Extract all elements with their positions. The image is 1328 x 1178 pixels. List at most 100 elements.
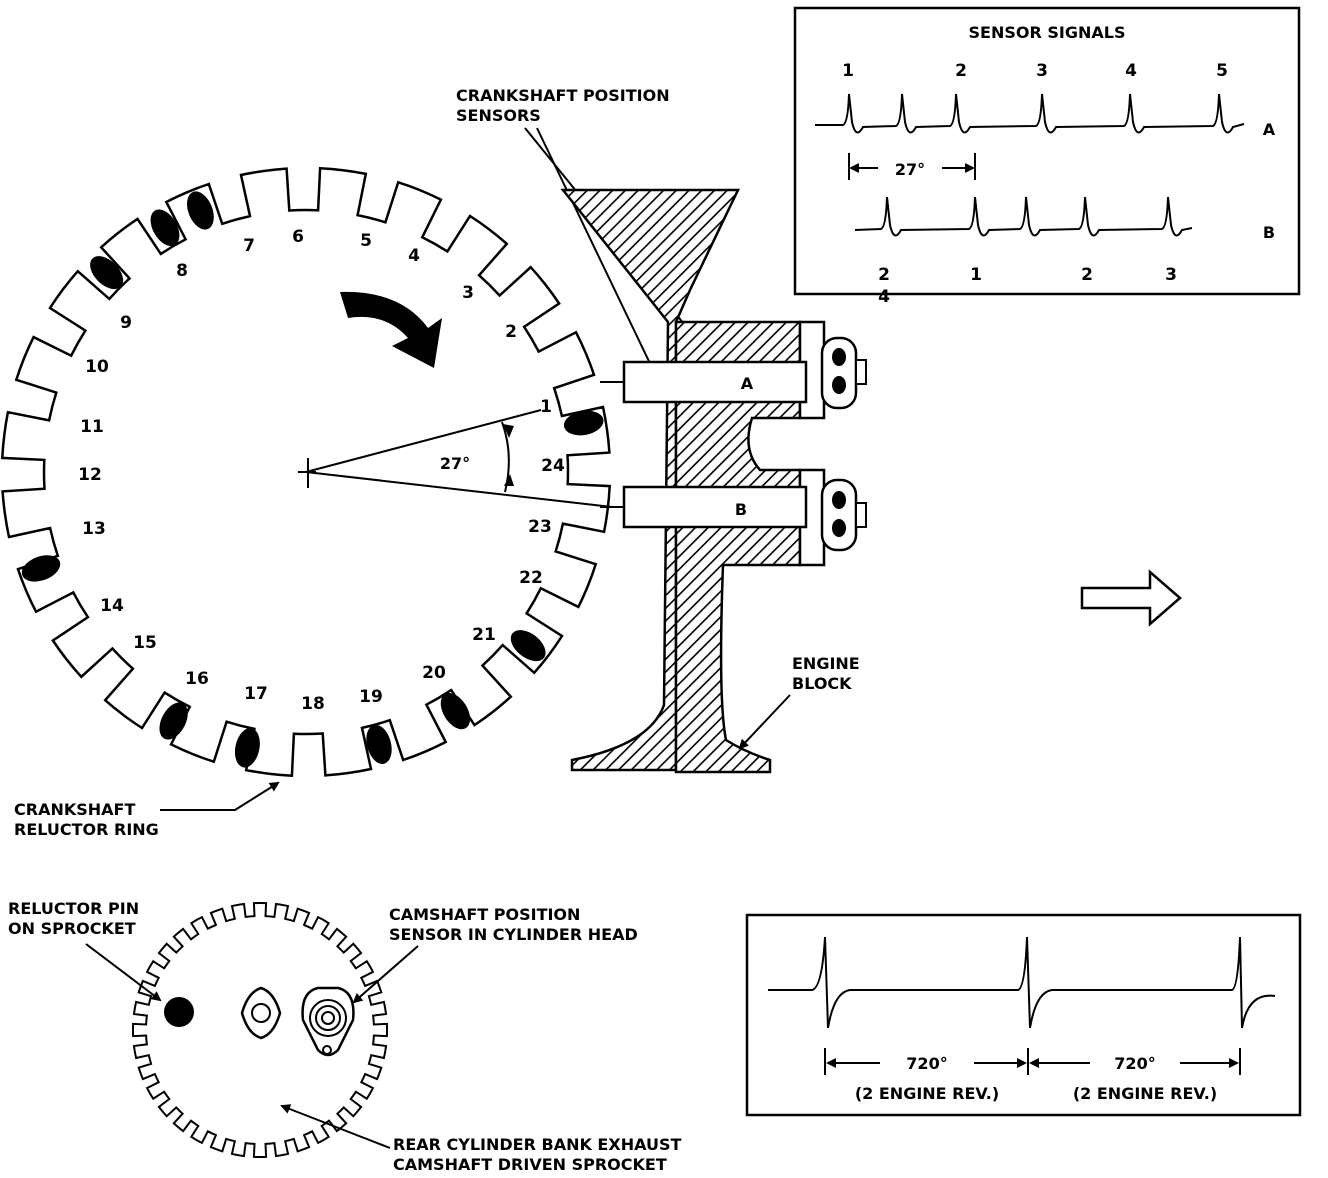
sensor-a-connector-tab — [855, 359, 867, 385]
reluctor-filled-slot-9 — [440, 692, 471, 730]
sensor-b-connector-tab — [855, 502, 867, 528]
b-pulse-number-4: 3 — [1165, 265, 1177, 285]
tooth-number-24: 24 — [541, 456, 565, 476]
tooth-number-23: 23 — [528, 517, 552, 537]
tooth-number-16: 16 — [185, 669, 209, 689]
reluctor-filled-slot-10 — [510, 630, 546, 662]
tooth-number-18: 18 — [301, 694, 325, 714]
reluctor-filled-slot-4 — [150, 209, 180, 247]
tooth-number-9: 9 — [120, 313, 132, 333]
reluctor-label-line2: RELUCTOR RING — [14, 820, 159, 839]
cam-span2-angle: 720° — [1114, 1054, 1155, 1073]
sensor-signals-title: SENSOR SIGNALS — [969, 23, 1126, 42]
sensor-a-pin-bottom — [832, 376, 846, 394]
sensor-b-body — [622, 485, 808, 529]
sprocket-label-line2: CAMSHAFT DRIVEN SPROCKET — [393, 1155, 667, 1174]
engine-block-label-line2: BLOCK — [792, 674, 852, 693]
tooth-number-19: 19 — [359, 687, 383, 707]
sprocket-center-hole — [251, 1003, 271, 1023]
reluctor-filled-slot-7 — [234, 728, 260, 768]
a-pulse-number-1: 1 — [842, 61, 854, 81]
cam-sensor-ring-inner — [321, 1011, 335, 1025]
reluctor-pin-pointer — [85, 943, 162, 1002]
sensor-signals-panel: SENSOR SIGNALS 1 2 3 4 5 A 27° B 2 1 2 3… — [793, 6, 1301, 307]
right-arrow-icon — [1080, 569, 1182, 627]
signal-a-label: A — [1263, 120, 1276, 139]
sprocket-pointer — [280, 1104, 391, 1149]
sensor-a-body — [622, 360, 808, 404]
tooth-number-6: 6 — [292, 227, 304, 247]
sensor-b-connector — [820, 478, 858, 552]
sensor-a-pin-top — [832, 348, 846, 366]
reluctor-filled-slot-8 — [366, 724, 392, 764]
reluctor-pointer — [160, 781, 280, 811]
sensor-b-pin-bottom — [832, 519, 846, 537]
sensor-b-pin-top — [832, 491, 846, 509]
reluctor-filled-slot-6 — [159, 702, 188, 740]
crank-sensors-label-line1: CRANKSHAFT POSITION — [456, 86, 670, 105]
reluctor-filled-slot-2 — [186, 191, 214, 230]
cam-span1-angle: 720° — [906, 1054, 947, 1073]
signal-a-trace — [815, 93, 1245, 134]
tooth-number-7: 7 — [243, 236, 255, 256]
crank-sensor-b: B — [600, 478, 867, 552]
tooth-number-17: 17 — [244, 684, 268, 704]
cam-sensor-ring-outer — [309, 999, 347, 1037]
tooth-number-15: 15 — [133, 633, 157, 653]
reluctor-ring-outline — [0, 166, 612, 778]
a-pulse-number-5: 5 — [1216, 61, 1228, 81]
sensor-signals-frame — [793, 6, 1301, 296]
signals-angle-label: 27° — [895, 160, 925, 179]
b-pulse-number-1: 2 — [878, 265, 890, 285]
tooth-number-3: 3 — [462, 283, 474, 303]
camshaft-sprocket — [131, 901, 389, 1159]
reluctor-filled-slot-3 — [90, 256, 124, 290]
engine-block — [560, 188, 826, 774]
signal-b-trace — [854, 196, 1193, 237]
tooth-number-21: 21 — [472, 625, 496, 645]
reluctor-pin-label-line2: ON SPROCKET — [8, 919, 136, 938]
sensor-b-label: B — [735, 500, 747, 519]
tooth-number-11: 11 — [80, 417, 104, 437]
tooth-number-2: 2 — [505, 322, 517, 342]
cam-sensor-label-line2: SENSOR IN CYLINDER HEAD — [389, 925, 638, 944]
tooth-number-8: 8 — [176, 261, 188, 281]
tooth-number-13: 13 — [82, 519, 106, 539]
b-pulse-number-2: 1 — [970, 265, 982, 285]
cam-sensor-ring-mid — [315, 1005, 341, 1031]
tooth-number-14: 14 — [100, 596, 124, 616]
reluctor-pin-label-line1: RELUCTOR PIN — [8, 899, 139, 918]
a-pulse-number-4: 4 — [1125, 61, 1137, 81]
cam-sensor-bolt-hole — [322, 1045, 332, 1055]
rotation-arrow-icon — [340, 291, 442, 368]
cam-sensor-label-line1: CAMSHAFT POSITION — [389, 905, 580, 924]
angle-line-lower — [305, 471, 613, 508]
crank-sensor-a: A — [600, 336, 867, 410]
reluctor-filled-slot-1 — [563, 410, 604, 436]
sensor-a-label: A — [741, 374, 754, 393]
tooth-number-1: 1 — [540, 397, 552, 417]
reluctor-filled-slots — [21, 191, 604, 768]
cam-span2-note: (2 ENGINE REV.) — [1073, 1084, 1217, 1103]
b-pulse-extra-number: 4 — [878, 287, 890, 307]
tooth-number-12: 12 — [78, 465, 102, 485]
sprocket-outline — [131, 901, 389, 1159]
angle-arc-arrow-top — [503, 424, 514, 438]
signal-b-label: B — [1263, 223, 1275, 242]
angle-arc-arrow-bottom — [504, 474, 514, 486]
cam-span1-note: (2 ENGINE REV.) — [855, 1084, 999, 1103]
tooth-number-4: 4 — [408, 246, 420, 266]
reluctor-filled-slot-5 — [21, 555, 61, 582]
tooth-number-22: 22 — [519, 568, 543, 588]
tooth-number-10: 10 — [85, 357, 109, 377]
reluctor-label-line1: CRANKSHAFT — [14, 800, 135, 819]
engine-block-pointer — [738, 694, 791, 750]
engine-block-casting — [674, 320, 802, 774]
b-pulse-number-3: 2 — [1081, 265, 1093, 285]
crankshaft-reluctor-ring: 1 2 3 4 5 6 7 8 9 10 11 12 13 14 15 16 1… — [0, 166, 613, 778]
crank-sensors-label-line2: SENSORS — [456, 106, 541, 125]
tooth-number-20: 20 — [422, 663, 446, 683]
reluctor-pin — [164, 997, 194, 1027]
cam-signal-panel: 720° 720° (2 ENGINE REV.) (2 ENGINE REV.… — [745, 913, 1302, 1117]
